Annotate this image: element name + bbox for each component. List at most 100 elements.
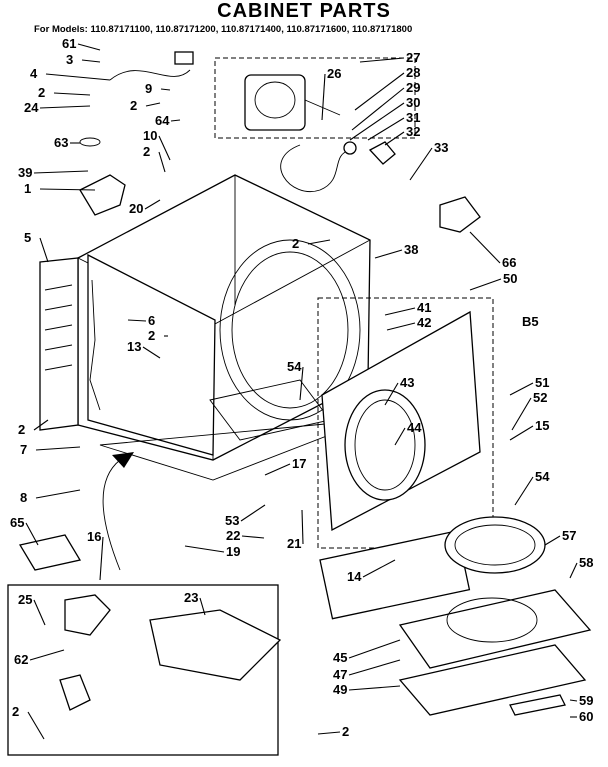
callout-7: 7	[20, 442, 27, 457]
callout-14: 14	[347, 569, 362, 584]
callout-2: 2	[342, 724, 349, 739]
callout-leader-41	[384, 307, 416, 316]
callout-50: 50	[503, 271, 517, 286]
callout-leader-42	[386, 322, 416, 331]
callout-5: 5	[24, 230, 31, 245]
callout-leader-66	[469, 231, 501, 264]
callout-19: 19	[226, 544, 240, 559]
power-cord-parts	[79, 51, 194, 216]
callout-leader-21	[301, 509, 304, 545]
callout-leader-20	[144, 199, 161, 210]
callout-leader-13	[142, 346, 161, 359]
callout-65: 65	[10, 515, 24, 530]
callout-leader-31	[367, 117, 405, 141]
callout-2: 2	[143, 144, 150, 159]
callout-leader-3	[81, 59, 101, 63]
callout-63: 63	[54, 135, 68, 150]
callout-leader-2	[307, 239, 331, 245]
callout-61: 61	[62, 36, 76, 51]
callout-2: 2	[130, 98, 137, 113]
callout-leader-65	[25, 522, 39, 546]
manual-booklet	[18, 534, 82, 571]
callout-16: 16	[87, 529, 101, 544]
callout-57: 57	[562, 528, 576, 543]
callout-30: 30	[406, 95, 420, 110]
callout-15: 15	[535, 418, 549, 433]
callout-leader-23	[199, 597, 206, 616]
callout-leader-2	[33, 419, 49, 431]
callout-6: 6	[148, 313, 155, 328]
callout-leader-25	[33, 599, 46, 626]
callout-leader-52	[511, 397, 532, 431]
callout-leader-33	[409, 147, 433, 181]
callout-leader-30	[349, 102, 405, 141]
callout-leader-59	[569, 699, 578, 702]
callout-41: 41	[417, 300, 431, 315]
callout-leader-9	[160, 88, 171, 91]
callout-leader-2	[158, 151, 166, 173]
callout-45: 45	[333, 650, 347, 665]
callout-leader-10	[158, 135, 171, 161]
callout-24: 24	[24, 100, 39, 115]
callout-2: 2	[292, 236, 299, 251]
callout-10: 10	[143, 128, 157, 143]
callout-leader-6	[127, 319, 147, 322]
callout-43: 43	[400, 375, 414, 390]
callout-leader-64	[170, 119, 181, 122]
callout-leader-51	[509, 382, 534, 396]
callout-54: 54	[535, 469, 550, 484]
callout-leader-26	[321, 73, 326, 121]
callout-25: 25	[18, 592, 32, 607]
motor-assembly	[214, 57, 416, 192]
callout-4: 4	[30, 66, 38, 81]
callout-leader-29	[351, 87, 405, 131]
callout-8: 8	[20, 490, 27, 505]
callout-58: 58	[579, 555, 593, 570]
callout-leader-43	[384, 382, 399, 406]
callout-leader-47	[348, 659, 401, 676]
callout-leader-2	[27, 711, 45, 740]
callout-62: 62	[14, 652, 28, 667]
callout-leader-49	[348, 685, 401, 691]
callout-13: 13	[127, 339, 141, 354]
callout-2: 2	[18, 422, 25, 437]
callout-leader-50	[469, 278, 502, 291]
callout-27: 27	[406, 50, 420, 65]
callout-54: 54	[287, 359, 302, 374]
model-list: For Models: 110.87171100, 110.87171200, …	[34, 24, 413, 35]
callout-leader-24	[39, 105, 91, 109]
callout-leader-7	[35, 446, 81, 451]
callout-31: 31	[406, 110, 420, 125]
callout-leader-22	[241, 535, 265, 539]
callout-leader-14	[362, 559, 396, 578]
callout-17: 17	[292, 456, 306, 471]
callout-42: 42	[417, 315, 431, 330]
callout-leader-2	[317, 731, 341, 735]
callout-2: 2	[12, 704, 19, 719]
callout-47: 47	[333, 667, 347, 682]
callout-1: 1	[24, 181, 31, 196]
callout-49: 49	[333, 682, 347, 697]
callout-29: 29	[406, 80, 420, 95]
callout-39: 39	[18, 165, 32, 180]
callout-21: 21	[287, 536, 301, 551]
front-panel	[317, 297, 494, 620]
callout-leader-16	[99, 536, 104, 581]
callout-32: 32	[406, 124, 420, 139]
callout-leader-19	[184, 545, 225, 553]
callout-20: 20	[129, 201, 143, 216]
callout-leader-53	[240, 504, 266, 522]
callout-9: 9	[145, 81, 152, 96]
callout-leader-62	[29, 649, 65, 661]
page-title: CABINET PARTS	[217, 0, 391, 22]
callout-leader-45	[348, 639, 401, 659]
callout-leader-54	[514, 476, 534, 506]
callout-leader-39	[33, 170, 89, 174]
callout-leader-17	[264, 463, 291, 476]
callout-38: 38	[404, 242, 418, 257]
door-switch-part	[439, 196, 481, 233]
callout-leader-61	[77, 43, 101, 51]
callout-22: 22	[226, 528, 240, 543]
